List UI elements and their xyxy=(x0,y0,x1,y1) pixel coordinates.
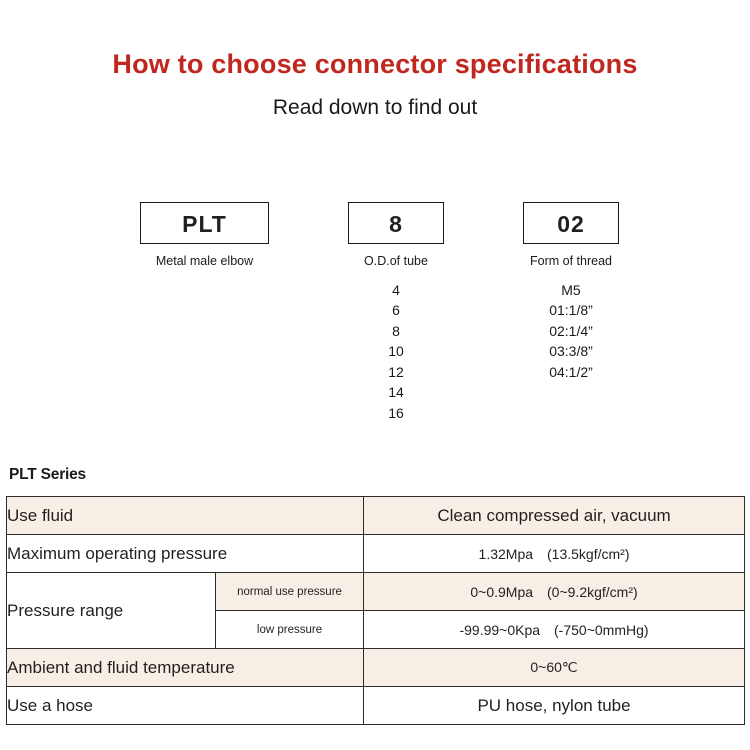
spec-label: Use fluid xyxy=(5,496,365,535)
code-column-tube-od: 8 O.D.of tube 4 6 8 10 12 14 16 xyxy=(348,202,444,423)
series-heading: PLT Series xyxy=(9,466,86,483)
code-column-thread-form: 02 Form of thread M5 01:1/8” 02:1/4” 03:… xyxy=(523,202,619,382)
page-title: How to choose connector specifications xyxy=(112,49,638,79)
spec-value: 1.32Mpa (13.5kgf/cm²) xyxy=(363,534,746,573)
spec-table: Use fluid Clean compressed air, vacuum M… xyxy=(5,496,746,725)
spec-value: -99.99~0Kpa (-750~0mmHg) xyxy=(363,610,746,649)
code-option: 04:1/2” xyxy=(549,363,593,380)
code-option: 01:1/8” xyxy=(549,302,593,319)
code-option: 6 xyxy=(392,302,400,319)
code-option: 16 xyxy=(388,404,404,421)
table-row: Maximum operating pressure 1.32Mpa (13.5… xyxy=(5,534,746,573)
code-box-thread-form: 02 xyxy=(523,202,619,244)
table-row: Ambient and fluid temperature 0~60℃ xyxy=(5,648,746,687)
code-column-series: PLT Metal male elbow xyxy=(140,202,269,269)
code-option: 10 xyxy=(388,343,404,360)
code-caption-series: Metal male elbow xyxy=(155,254,254,268)
code-option: 4 xyxy=(392,281,400,298)
code-option: 14 xyxy=(388,384,404,401)
table-row: low pressure -99.99~0Kpa (-750~0mmHg) xyxy=(7,610,746,649)
spec-value: 0~0.9Mpa (0~9.2kgf/cm²) xyxy=(363,572,746,611)
table-row: Pressure range normal use pressure 0~0.9… xyxy=(6,572,746,649)
table-row: Use a hose PU hose, nylon tube xyxy=(5,686,746,725)
code-box-tube-od: 8 xyxy=(348,202,444,244)
code-caption-thread-form: Form of thread xyxy=(530,254,612,268)
code-option: 03:3/8” xyxy=(549,343,593,360)
spec-value: Clean compressed air, vacuum xyxy=(363,496,746,535)
code-option: 8 xyxy=(392,322,400,339)
code-options-tube-od: 4 6 8 10 12 14 16 xyxy=(348,269,444,424)
code-box-series: PLT xyxy=(140,202,269,244)
spec-value: 0~60℃ xyxy=(363,648,746,687)
code-options-thread-form: M5 01:1/8” 02:1/4” 03:3/8” 04:1/2” xyxy=(523,269,619,383)
code-option: 12 xyxy=(388,363,404,380)
spec-label: Ambient and fluid temperature xyxy=(5,648,365,687)
spec-value: PU hose, nylon tube xyxy=(363,686,746,725)
spec-table-container: Use fluid Clean compressed air, vacuum M… xyxy=(5,496,746,725)
code-breakdown: PLT Metal male elbow 8 O.D.of tube 4 6 8… xyxy=(0,202,750,452)
spec-sublabel: normal use pressure xyxy=(214,572,365,611)
spec-label: Maximum operating pressure xyxy=(5,534,365,573)
code-option: 02:1/4” xyxy=(549,322,593,339)
spec-label: Pressure range xyxy=(6,572,216,649)
spec-sublabel: low pressure xyxy=(214,610,365,649)
table-row: Use fluid Clean compressed air, vacuum xyxy=(5,496,746,535)
code-caption-tube-od: O.D.of tube xyxy=(364,254,428,268)
spec-label: Use a hose xyxy=(5,686,365,725)
code-option: M5 xyxy=(561,281,581,298)
page-header: How to choose connector specifications R… xyxy=(0,49,750,119)
page-subtitle: Read down to find out xyxy=(272,95,478,119)
